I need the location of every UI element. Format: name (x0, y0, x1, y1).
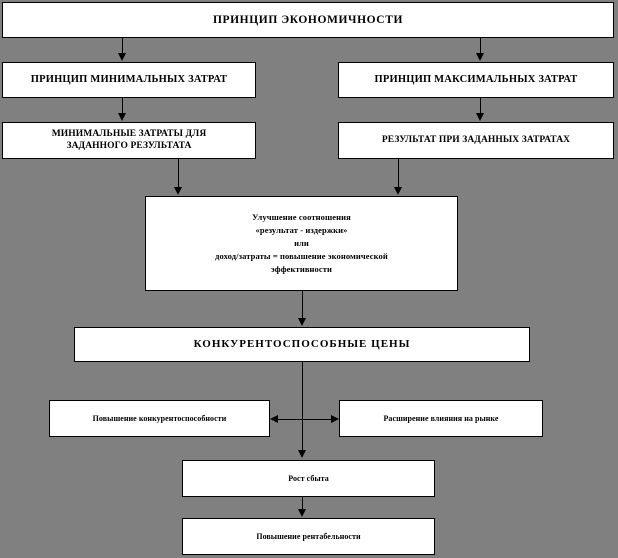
node-raise-competitiveness[interactable]: Повышение конкурентоспособности (49, 400, 270, 437)
connector-min-result-to-improve-ratio (178, 159, 179, 188)
node-result-at-given-costs[interactable]: РЕЗУЛЬТАТ ПРИ ЗАДАННЫХ ЗАТРАТАХ (338, 122, 614, 159)
node-principle-min-costs[interactable]: ПРИНЦИП МИНИМАЛЬНЫХ ЗАТРАТ (2, 62, 256, 98)
node-principle-economy[interactable]: ПРИНЦИП ЭКОНОМИЧНОСТИ (2, 2, 614, 38)
node-label: РЕЗУЛЬТАТ ПРИ ЗАДАННЫХ ЗАТРАТАХ (381, 134, 571, 145)
connector-result-costs-to-improve-ratio (398, 159, 399, 188)
node-expand-market-influence[interactable]: Расширение влияния на рынке (339, 400, 543, 437)
node-label: КОНКУРЕНТОСПОСОБНЫЕ ЦЕНЫ (193, 337, 411, 350)
node-improve-ratio[interactable]: Улучшение соотношения «результат - издер… (145, 196, 458, 291)
node-label: Повышение конкурентоспособности (92, 413, 227, 423)
node-raise-profitability[interactable]: Повышение рентабельности (182, 518, 435, 555)
node-principle-max-costs[interactable]: ПРИНЦИП МАКСИМАЛЬНЫХ ЗАТРАТ (338, 62, 614, 98)
arrowhead-down-icon (118, 113, 126, 121)
arrowhead-down-icon (298, 318, 306, 326)
arrowhead-down-icon (118, 53, 126, 61)
connector-prices-to-sales-growth (302, 362, 303, 451)
node-label: ПРИНЦИП МИНИМАЛЬНЫХ ЗАТРАТ (30, 74, 228, 86)
connector-max-costs-to-result-costs (480, 98, 481, 114)
node-label: Повышение рентабельности (256, 531, 361, 541)
node-label: ПРИНЦИП ЭКОНОМИЧНОСТИ (212, 13, 404, 26)
node-competitive-prices[interactable]: КОНКУРЕНТОСПОСОБНЫЕ ЦЕНЫ (74, 327, 530, 362)
node-label: Улучшение соотношения «результат - издер… (215, 211, 388, 275)
arrowhead-left-icon (270, 415, 278, 423)
connector-min-costs-to-min-result (122, 98, 123, 114)
node-label: ПРИНЦИП МАКСИМАЛЬНЫХ ЗАТРАТ (374, 74, 578, 86)
arrowhead-down-icon (476, 53, 484, 61)
connector-economy-to-max-costs (480, 38, 481, 54)
node-label: Рост сбыта (288, 473, 329, 483)
node-label: МИНИМАЛЬНЫЕ ЗАТРАТЫ ДЛЯ ЗАДАННОГО РЕЗУЛЬ… (51, 128, 207, 151)
arrowhead-down-icon (174, 187, 182, 195)
connector-sales-to-profitability (302, 497, 303, 510)
node-label: Расширение влияния на рынке (383, 413, 499, 423)
connector-improve-ratio-to-prices (302, 291, 303, 319)
arrowhead-down-icon (298, 450, 306, 458)
connector-competitiveness-link (276, 419, 334, 420)
arrowhead-down-icon (394, 187, 402, 195)
arrowhead-right-icon (331, 415, 339, 423)
node-min-costs-for-result[interactable]: МИНИМАЛЬНЫЕ ЗАТРАТЫ ДЛЯ ЗАДАННОГО РЕЗУЛЬ… (2, 122, 256, 159)
arrowhead-down-icon (298, 509, 306, 517)
connector-economy-to-min-costs (122, 38, 123, 54)
node-sales-growth[interactable]: Рост сбыта (182, 460, 435, 497)
arrowhead-down-icon (476, 113, 484, 121)
